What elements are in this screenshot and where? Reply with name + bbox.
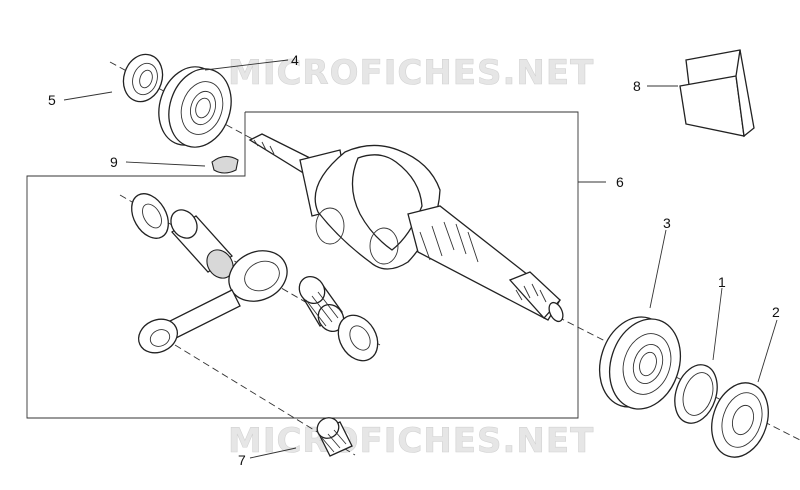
oil-seal-right-part-2: [711, 382, 769, 458]
callout-4: 4: [291, 52, 299, 68]
callout-3: 3: [663, 215, 671, 231]
instruction-pack-part-8: [679, 49, 755, 138]
callout-7: 7: [238, 452, 246, 468]
leader-4: [204, 59, 289, 71]
callout-2: 2: [772, 304, 780, 320]
crankshaft-part-6: [248, 133, 564, 323]
leader-3: [649, 229, 667, 309]
leader-1: [712, 287, 723, 361]
callout-9: 9: [110, 154, 118, 170]
ball-bearing-right-part-3: [599, 316, 681, 410]
woodruff-key-part-9: [211, 155, 239, 174]
needle-bearing-part-7: [316, 417, 353, 457]
connecting-rod: [138, 250, 288, 354]
callout-8: 8: [633, 78, 641, 94]
leader-9: [125, 161, 206, 167]
oil-seal-left-part-5: [122, 53, 164, 103]
ball-bearing-left-part-4: [158, 66, 232, 148]
watermark-bottom: MICROFICHES.NET: [228, 421, 594, 461]
callout-5: 5: [48, 92, 56, 108]
leader-2: [757, 319, 778, 383]
axis-line-pin-bearing: [174, 344, 356, 456]
crank-pin: [170, 209, 234, 279]
callout-6: 6: [616, 174, 624, 190]
needle-bearing-conrod: [298, 275, 345, 333]
crankshaft-group-frame: [26, 111, 579, 419]
leader-7: [249, 447, 297, 459]
watermark-top: MICROFICHES.NET: [228, 53, 594, 93]
leader-5: [63, 91, 113, 101]
shim-ring-part-1: [674, 364, 718, 424]
thrust-washer-right: [337, 314, 379, 362]
callout-1: 1: [718, 274, 726, 290]
thrust-washer-top: [131, 193, 169, 239]
